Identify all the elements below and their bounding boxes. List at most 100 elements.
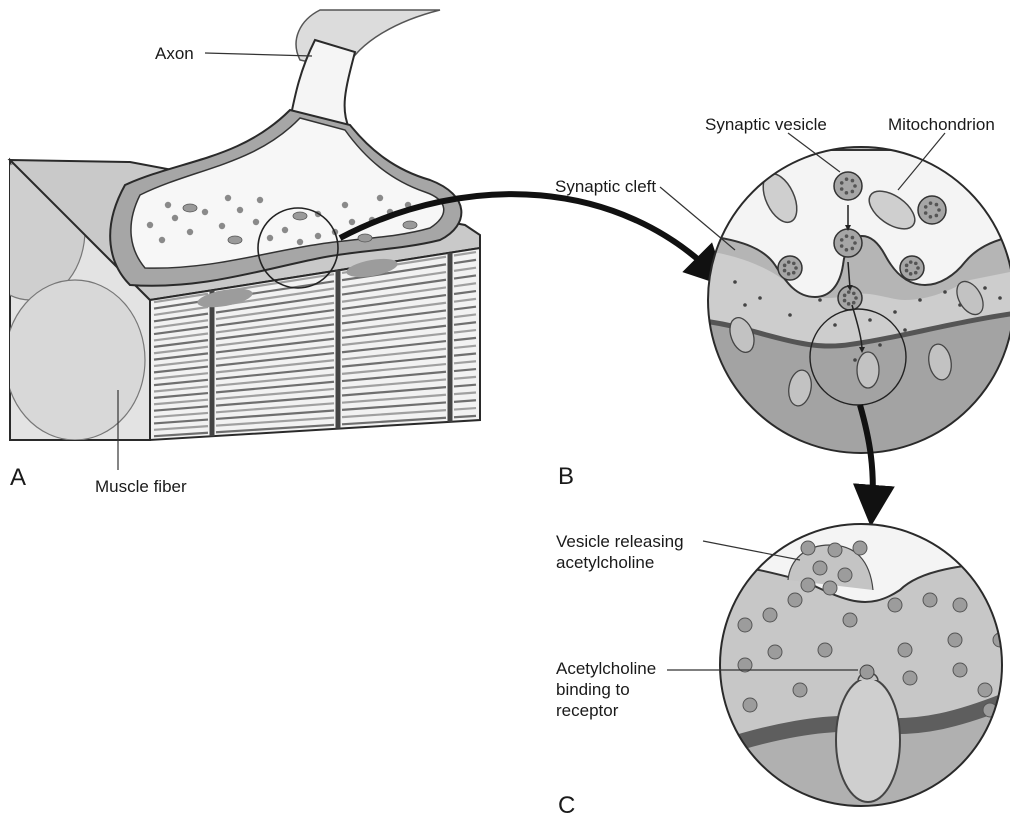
vesicle-dot bbox=[219, 223, 225, 229]
vesicle-content-dot bbox=[852, 292, 856, 296]
acetylcholine-molecule bbox=[853, 541, 867, 555]
vesicle-dot bbox=[202, 209, 208, 215]
acetylcholine-molecule bbox=[903, 671, 917, 685]
vesicle-content-dot bbox=[845, 177, 849, 181]
acetylcholine-molecule bbox=[793, 683, 807, 697]
vesicle-content-dot bbox=[914, 262, 918, 266]
acetylcholine-molecule bbox=[828, 543, 842, 557]
receptor bbox=[857, 352, 879, 388]
vesicle-releasing-label-line2: acetylcholine bbox=[556, 553, 654, 572]
mitochondrion-small bbox=[358, 234, 372, 242]
ach-binding-label-line2: binding to bbox=[556, 680, 630, 699]
acetylcholine-dot bbox=[998, 296, 1002, 300]
vesicle-content-dot bbox=[845, 191, 849, 195]
acetylcholine-dot bbox=[818, 298, 822, 302]
synaptic-vesicle bbox=[834, 229, 862, 257]
vesicle-content-dot bbox=[847, 290, 851, 294]
vesicle-content-dot bbox=[909, 260, 913, 264]
vesicle-dot bbox=[267, 235, 273, 241]
vesicle-content-dot bbox=[854, 296, 858, 300]
acetylcholine-molecule bbox=[768, 645, 782, 659]
ach-binding-label-line1: Acetylcholine bbox=[556, 659, 656, 678]
synaptic-vesicle bbox=[918, 196, 946, 224]
mitochondrion-small bbox=[228, 236, 242, 244]
acetylcholine-molecule bbox=[953, 598, 967, 612]
acetylcholine-molecule bbox=[898, 643, 912, 657]
vesicle-dot bbox=[165, 202, 171, 208]
mitochondrion-small bbox=[293, 212, 307, 220]
acetylcholine-dot bbox=[853, 358, 857, 362]
axon-leader-line bbox=[205, 53, 312, 56]
receptor-c bbox=[836, 678, 900, 802]
synaptic-vesicle bbox=[778, 256, 802, 280]
vesicle-content-dot bbox=[924, 205, 928, 209]
vesicle-content-dot bbox=[905, 264, 909, 268]
vesicle-dot bbox=[147, 222, 153, 228]
vesicle-releasing-label-line1: Vesicle releasing bbox=[556, 532, 684, 551]
acetylcholine-dot bbox=[833, 323, 837, 327]
synaptic-vesicle bbox=[900, 256, 924, 280]
bound-acetylcholine bbox=[860, 665, 874, 679]
synaptic-cleft-label: Synaptic cleft bbox=[555, 177, 656, 196]
acetylcholine-molecule bbox=[888, 598, 902, 612]
vesicle-content-dot bbox=[905, 269, 909, 273]
acetylcholine-molecule bbox=[763, 608, 777, 622]
panel-c-receptor-binding bbox=[700, 520, 1010, 816]
acetylcholine-dot bbox=[918, 298, 922, 302]
panel-b-letter: B bbox=[558, 463, 574, 490]
acetylcholine-dot bbox=[878, 343, 882, 347]
acetylcholine-dot bbox=[733, 280, 737, 284]
acetylcholine-molecule bbox=[843, 613, 857, 627]
vesicle-content-dot bbox=[851, 190, 855, 194]
vesicle-content-dot bbox=[792, 271, 796, 275]
vesicle-dot bbox=[187, 229, 193, 235]
vesicle-content-dot bbox=[935, 203, 939, 207]
vesicle-content-dot bbox=[853, 184, 857, 188]
mitochondrion-small bbox=[403, 221, 417, 229]
vesicle-dot bbox=[172, 215, 178, 221]
vesicle-content-dot bbox=[843, 294, 847, 298]
striation-line bbox=[454, 416, 476, 417]
vesicle-content-dot bbox=[937, 208, 941, 212]
vesicle-content-dot bbox=[929, 215, 933, 219]
vesicle-content-dot bbox=[794, 266, 798, 270]
acetylcholine-molecule bbox=[801, 578, 815, 592]
panel-a-letter: A bbox=[10, 464, 26, 491]
synaptic-vesicle bbox=[838, 286, 862, 310]
acetylcholine-dot bbox=[943, 290, 947, 294]
striation-line bbox=[454, 408, 476, 409]
vesicle-content-dot bbox=[787, 272, 791, 276]
vesicle-content-dot bbox=[843, 299, 847, 303]
vesicle-dot bbox=[253, 219, 259, 225]
acetylcholine-dot bbox=[743, 303, 747, 307]
vesicle-content-dot bbox=[783, 264, 787, 268]
vesicle-dot bbox=[349, 219, 355, 225]
panel-b-magnified-cleft bbox=[700, 147, 1010, 460]
acetylcholine-dot bbox=[893, 310, 897, 314]
axon-label: Axon bbox=[155, 44, 194, 63]
ach-binding-label-line3: receptor bbox=[556, 701, 619, 720]
vesicle-content-dot bbox=[852, 301, 856, 305]
vesicle-content-dot bbox=[847, 302, 851, 306]
vesicle-content-dot bbox=[783, 269, 787, 273]
vesicle-dot bbox=[297, 239, 303, 245]
acetylcholine-molecule bbox=[823, 581, 837, 595]
acetylcholine-dot bbox=[868, 318, 872, 322]
synaptic-vesicle bbox=[834, 172, 862, 200]
acetylcholine-molecule bbox=[813, 561, 827, 575]
synaptic-vesicle-label: Synaptic vesicle bbox=[705, 115, 827, 134]
acetylcholine-dot bbox=[758, 296, 762, 300]
vesicle-content-dot bbox=[851, 179, 855, 183]
acetylcholine-molecule bbox=[788, 593, 802, 607]
vesicle-content-dot bbox=[935, 214, 939, 218]
vesicle-content-dot bbox=[792, 262, 796, 266]
vesicle-dot bbox=[237, 207, 243, 213]
vesicle-content-dot bbox=[914, 271, 918, 275]
vesicle-dot bbox=[257, 197, 263, 203]
vesicle-dot bbox=[225, 195, 231, 201]
vesicle-content-dot bbox=[909, 272, 913, 276]
vesicle-content-dot bbox=[845, 248, 849, 252]
vesicle-content-dot bbox=[840, 244, 844, 248]
vesicle-content-dot bbox=[845, 234, 849, 238]
